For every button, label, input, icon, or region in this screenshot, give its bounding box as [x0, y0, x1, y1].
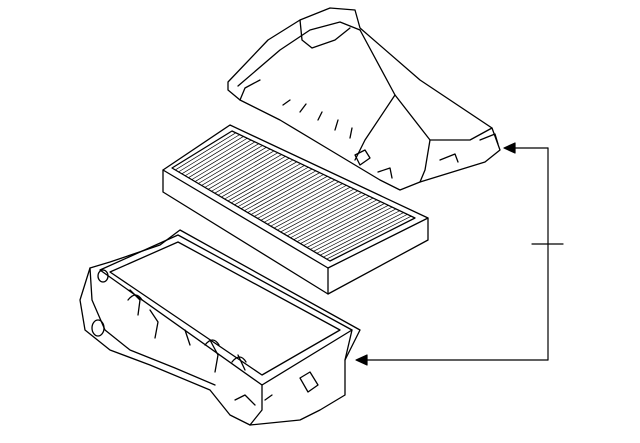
filter-pleat	[207, 150, 275, 190]
filter-pleat	[221, 157, 290, 198]
filter-pleat	[217, 156, 286, 196]
filter-pleat	[270, 185, 347, 227]
filter-pleat	[316, 210, 401, 254]
filter-pleat	[293, 197, 374, 241]
filter-pleat	[250, 174, 324, 215]
upper-cover[interactable]	[227, 7, 501, 191]
filter-pleat	[191, 141, 256, 180]
filter-pleat	[230, 163, 301, 204]
callout-bracket	[355, 142, 564, 366]
filter-pleat	[323, 214, 408, 258]
filter-pleat	[309, 206, 393, 250]
air-filter-element[interactable]	[162, 124, 429, 295]
filter-pleat	[240, 168, 313, 210]
filter-pleat	[184, 137, 248, 177]
lower-housing[interactable]	[79, 229, 361, 426]
filter-pleat	[257, 177, 332, 219]
filter-pleat	[244, 170, 317, 211]
filter-pleat	[273, 186, 351, 229]
filter-pleat	[214, 154, 282, 194]
filter-pleat	[319, 212, 404, 256]
filter-pleat	[188, 139, 252, 179]
filter-pleat	[224, 159, 294, 200]
arrow-head-bottom-icon	[355, 354, 368, 366]
filter-pleat	[201, 146, 267, 186]
filter-pleat	[303, 203, 385, 246]
filter-pleat	[290, 195, 370, 239]
filter-pleat	[181, 136, 244, 175]
arrow-head-top-icon	[503, 142, 516, 154]
filter-pleat	[280, 190, 359, 233]
filter-pleat	[174, 132, 237, 171]
filter-pleat	[211, 152, 279, 192]
filter-pleat	[197, 145, 263, 184]
filter-pleat	[227, 161, 298, 202]
filter-pleat	[296, 199, 378, 242]
filter-pleat	[283, 192, 362, 235]
filter-pleats	[174, 132, 412, 260]
filter-pleat	[237, 166, 309, 208]
filter-pleat	[300, 201, 382, 244]
filter-pleat	[313, 208, 397, 252]
filter-pleat	[306, 204, 389, 248]
filter-pleat	[276, 188, 355, 231]
filter-pleat	[247, 172, 321, 213]
filter-pleat	[204, 148, 271, 188]
filter-pleat	[267, 183, 343, 225]
filter-pleat	[178, 134, 240, 173]
filter-pleat	[194, 143, 260, 182]
filter-pleat	[263, 181, 340, 223]
filter-pleat	[260, 179, 336, 221]
filter-pleat	[286, 194, 366, 237]
filter-pleat	[234, 165, 305, 206]
filter-pleat	[253, 175, 328, 217]
filter-pleat	[326, 215, 412, 260]
